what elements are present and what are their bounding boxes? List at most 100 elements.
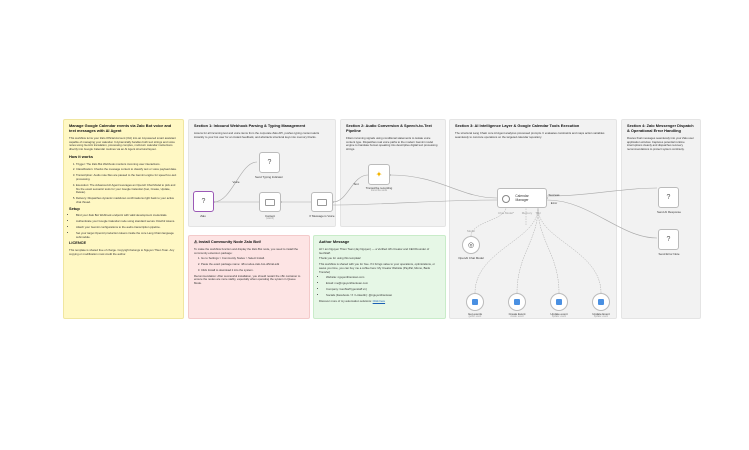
section-4-body: Routes final messages seamlessly into yo… <box>627 135 694 152</box>
question-icon: ? <box>666 194 671 201</box>
google-calendar-icon <box>514 299 520 305</box>
how-step: Transcription: Audio note files are pass… <box>76 173 178 182</box>
setup-step: Set your target OpenAI production tokens… <box>76 231 178 240</box>
get-events-label: Get events <box>468 312 482 316</box>
agent-icon <box>502 195 510 203</box>
section-3-note: Section 3: AI Intelligence Layer & Googl… <box>449 119 617 319</box>
create-event-sublabel: create: event <box>510 316 524 318</box>
question-icon: ? <box>201 198 206 205</box>
setup-list: Bind your Zalo Bot Webhook endpoint with… <box>69 214 178 239</box>
edge-label-error: Error <box>550 201 558 205</box>
section-2-note: Section 2: Audio Conversion & Speech-to-… <box>340 119 446 227</box>
wire-transcribe-calendar <box>389 174 498 199</box>
google-calendar-icon <box>556 299 562 305</box>
send-error-label: Send Error Note <box>658 252 680 256</box>
author-discover-link[interactable]: Click here <box>372 298 386 303</box>
install-step: Paste the exact package name: n8n-nodes-… <box>201 262 304 267</box>
setup-step: Authenticate your Google Calendar node u… <box>76 219 178 224</box>
question-icon: ? <box>267 159 272 166</box>
zalo-trigger-label: Zalo <box>200 214 206 218</box>
section-1-body: Listens for all incoming text and voice … <box>194 130 320 139</box>
if-voice-node[interactable] <box>311 192 333 212</box>
section-1-title: Section 1: Inbound Webhook Parsing & Typ… <box>194 123 306 128</box>
section-2-body: Filters incoming signals using condition… <box>346 135 438 152</box>
install-title: ⚠ Install Community Node Zalo Bot! <box>194 239 262 244</box>
content-sublabel: (switch) <box>266 218 274 220</box>
openai-model-node[interactable]: ◎ <box>462 236 480 254</box>
calendar-manager-node[interactable]: Calendar Manager <box>497 188 547 208</box>
how-step: Trigger: The Zalo Bot Webhook monitors i… <box>76 162 178 167</box>
author-discover: Discover more of my automation solutions… <box>319 298 440 304</box>
section-4-note: Section 4: Zalo Messenger Dispatch & Ope… <box>621 119 701 319</box>
author-socials: Socials (Facebook / X / LinkedIn): @nguy… <box>326 293 440 298</box>
openai-model-label: OpenAI Chat Model <box>458 256 484 260</box>
google-calendar-icon <box>598 299 604 305</box>
wire-update-calendar <box>537 207 560 294</box>
openai-icon: ◎ <box>467 242 475 249</box>
send-response-label: Send AI Response <box>657 210 681 214</box>
update-event-tool-node[interactable] <box>550 293 568 311</box>
author-company: Company: GenStaff (genstaff.vn) <box>326 287 440 292</box>
section-2-title: Section 2: Audio Conversion & Speech-to-… <box>346 123 432 133</box>
switch-icon <box>265 198 275 206</box>
section-4-title: Section 4: Zalo Messenger Dispatch & Ope… <box>627 123 694 133</box>
author-thanks: Thank you for using this template! <box>319 256 361 261</box>
wire-delete-calendar <box>537 207 602 294</box>
edge-label-success: Success <box>548 193 560 197</box>
if-icon <box>317 198 327 206</box>
wire-model-calendar <box>470 207 507 237</box>
author-intro: Hi! I am Nguyen Thien Toan (Jay Nguyen) … <box>319 246 430 255</box>
wire-ifvoice-calendar <box>332 199 498 206</box>
create-event-tool-node[interactable] <box>508 293 526 311</box>
zalo-trigger-node[interactable]: ? <box>193 191 214 212</box>
how-step: Classification: Checks the message conte… <box>76 168 178 172</box>
if-voice-label: If Message is Voice <box>309 214 335 218</box>
transcribe-node[interactable]: ✦ <box>368 164 390 185</box>
wire-calendar-response <box>546 187 658 197</box>
send-error-node[interactable]: ? <box>658 229 679 250</box>
edge-label-text: Text <box>353 182 359 186</box>
update-event-2-sublabel: update: event <box>594 316 608 318</box>
how-it-works-list: Trigger: The Zalo Bot Webhook monitors i… <box>69 162 178 205</box>
wire-create-calendar <box>516 207 539 294</box>
install-intro: To make the workflow function and displa… <box>194 246 299 255</box>
setup-step: Bind your Zalo Bot Webhook endpoint with… <box>76 214 178 218</box>
install-recommendation: Recommendation: After successful install… <box>194 273 301 286</box>
setup-heading: Setup <box>69 205 80 211</box>
gemini-icon: ✦ <box>375 170 383 179</box>
google-calendar-icon <box>472 299 478 305</box>
transcribe-label: Transcribe recording <box>365 186 393 190</box>
edge-label-chat-model: Chat Model* <box>498 211 514 215</box>
author-website: Website: nguyenthientoan.com <box>326 276 440 280</box>
get-events-tool-node[interactable] <box>466 293 484 311</box>
install-step: Click Install to download it into the sy… <box>201 268 304 273</box>
section-3-title: Section 3: AI Intelligence Layer & Googl… <box>455 123 580 128</box>
author-discover-text: Discover more of my automation solutions… <box>319 298 372 303</box>
question-icon: ? <box>666 236 671 243</box>
install-note: ⚠ Install Community Node Zalo Bot! To ma… <box>188 235 310 319</box>
update-event-2-tool-node[interactable] <box>592 293 610 311</box>
how-step: Delivery: Dispatches dynamic markdown co… <box>76 196 178 205</box>
edge-label-voice: Voice <box>232 180 240 184</box>
author-note: Author Message Hi! I am Nguyen Thien Toa… <box>313 235 446 319</box>
content-switch-node[interactable] <box>259 192 281 212</box>
licence-text: This template is shared free of charge. … <box>69 248 175 256</box>
get-events-sublabel: getAll: event <box>468 316 482 318</box>
licence-heading: LICENCE <box>69 240 87 246</box>
edge-label-model: Model <box>467 229 475 233</box>
how-step: Execution: The Advanced AI Agent leverag… <box>76 183 178 195</box>
edge-label-tool: Tool <box>535 211 541 215</box>
update-event-2-label: Update Event <box>592 312 610 316</box>
intro-title: Manage Google Calendar events via Zalo B… <box>69 123 172 133</box>
transcribe-sublabel: transcribe audio <box>370 190 388 192</box>
wire-get-calendar <box>474 207 539 294</box>
typing-node[interactable]: ? <box>259 152 280 173</box>
edge-label-memory: Memory <box>521 211 533 215</box>
intro-note: Manage Google Calendar events via Zalo B… <box>63 119 184 319</box>
intro-description: This workflow turns your Zalo Official A… <box>69 135 176 152</box>
install-step: Go to Settings > Community Nodes > Selec… <box>201 257 304 261</box>
typing-label: Send Typing Indicator <box>255 175 283 179</box>
calendar-manager-label: Calendar Manager <box>515 193 529 202</box>
send-response-node[interactable]: ? <box>658 187 679 208</box>
